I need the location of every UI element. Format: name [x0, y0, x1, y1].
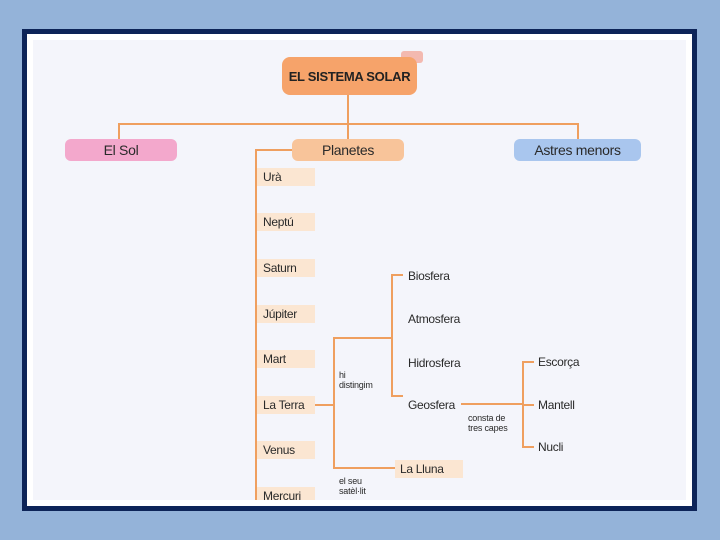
category-minor-bodies: Astres menors: [514, 139, 641, 161]
connector-planet-list-vertical: [255, 149, 257, 500]
category-sun: El Sol: [65, 139, 177, 161]
connector-geosfera: [391, 395, 403, 397]
connector-earth-out: [315, 404, 335, 406]
connector-sun: [118, 123, 120, 139]
title-box: EL SISTEMA SOLAR: [282, 57, 417, 95]
connector-layers-vertical: [391, 274, 393, 396]
earth-layer-atmosfera: Atmosfera: [408, 312, 460, 326]
connector-mantell: [522, 404, 534, 406]
geo-layer-nucli: Nucli: [538, 440, 564, 454]
connector-nucli: [522, 446, 534, 448]
moon-box: La Lluna: [395, 460, 463, 478]
connector-planets: [347, 123, 349, 139]
planet-earth: La Terra: [257, 396, 315, 414]
planet-uranus: Urà: [257, 168, 315, 186]
planet-venus: Venus: [257, 441, 315, 459]
planet-jupiter: Júpiter: [257, 305, 315, 323]
connector-to-moon: [333, 467, 395, 469]
connector-planets-to-list: [255, 149, 293, 151]
planet-saturn: Saturn: [257, 259, 315, 277]
planet-neptune: Neptú: [257, 213, 315, 231]
earth-layer-hidrosfera: Hidrosfera: [408, 356, 461, 370]
concept-map: EL SISTEMA SOLAR El Sol Planetes Astres …: [33, 40, 686, 500]
connector-label-three-layers: consta de tres capes: [468, 413, 508, 433]
connector-minor: [577, 123, 579, 139]
connector-label-distinguish: hi distingim: [339, 370, 373, 390]
geo-layer-mantell: Mantell: [538, 398, 575, 412]
connector-earth-split: [333, 337, 335, 467]
planet-mercury: Mercuri: [257, 487, 315, 500]
slide-frame: EL SISTEMA SOLAR El Sol Planetes Astres …: [22, 29, 697, 511]
connector-biosfera: [391, 274, 403, 276]
connector-earth-to-layers: [333, 337, 393, 339]
earth-layer-biosfera: Biosfera: [408, 269, 450, 283]
category-planets: Planetes: [292, 139, 404, 161]
connector-geosfera-out: [461, 403, 524, 405]
planet-mars: Mart: [257, 350, 315, 368]
connector-label-satellite: el seu satèl·lit: [339, 476, 366, 496]
connector-title-down: [347, 95, 349, 124]
connector-escorca: [522, 361, 534, 363]
geo-layer-escorca: Escorça: [538, 355, 580, 369]
earth-layer-geosfera: Geosfera: [408, 398, 455, 412]
